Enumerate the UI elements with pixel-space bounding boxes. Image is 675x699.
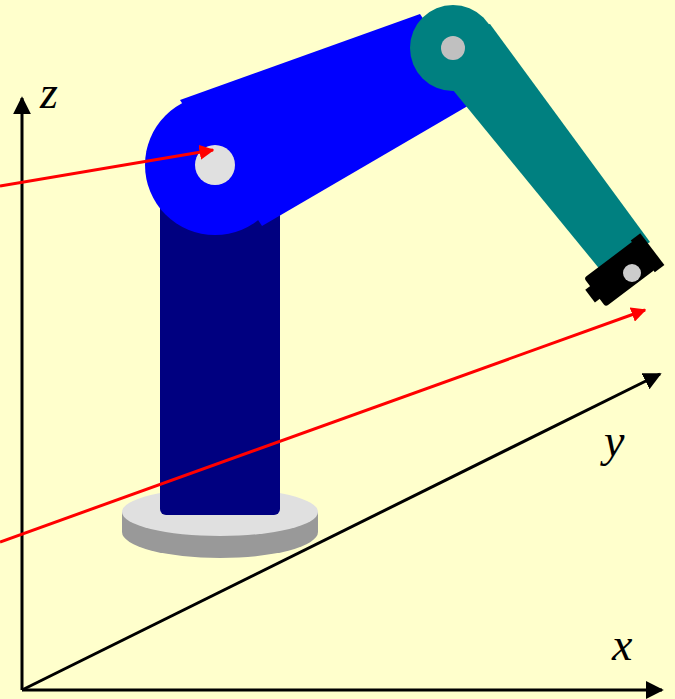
elbow-pin — [441, 36, 465, 60]
shoulder-joint — [145, 95, 285, 235]
wrist-pin — [623, 264, 641, 282]
elbow-joint — [410, 5, 496, 91]
z-axis-label: z — [40, 70, 58, 116]
pointer-arrow — [0, 150, 213, 186]
gripper — [578, 233, 664, 312]
z-axis — [21, 98, 24, 690]
y-axis-label: y — [604, 418, 624, 464]
x-axis — [22, 689, 662, 692]
x-axis-label: x — [612, 622, 632, 668]
y-axis — [22, 374, 660, 690]
pointer-arrow — [0, 310, 645, 542]
robot-column — [160, 190, 280, 515]
